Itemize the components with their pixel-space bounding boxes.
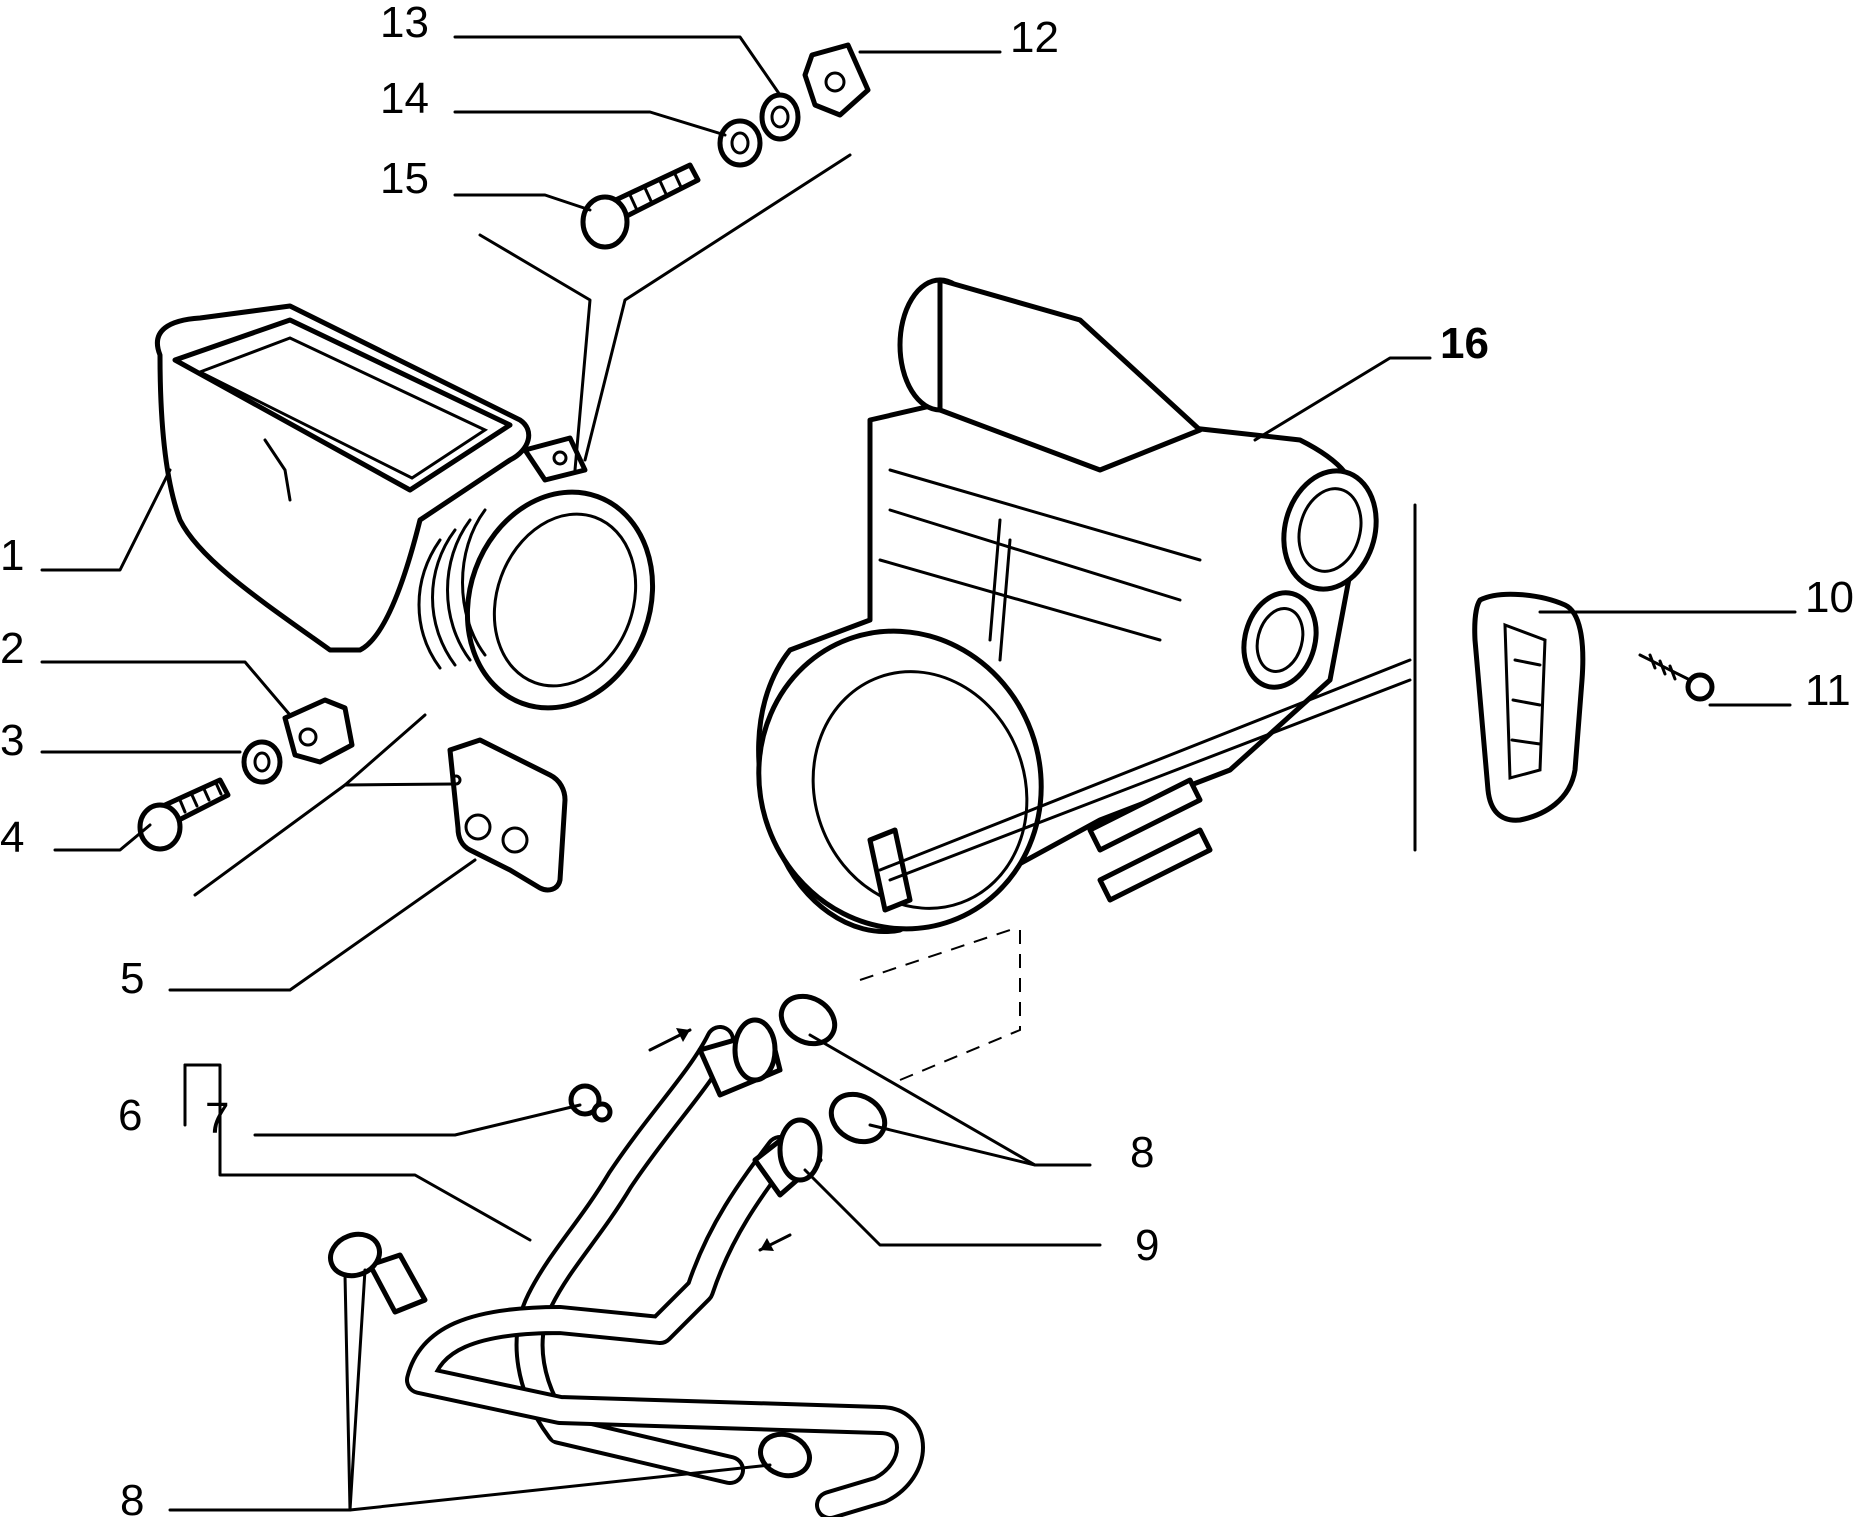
- flow-arrows: [648, 1028, 792, 1252]
- part-5-cover-plate: [447, 737, 568, 893]
- callout-6: 6: [118, 1091, 142, 1140]
- part-10-vent-grille: [1472, 591, 1586, 823]
- callout-16: 16: [1440, 319, 1489, 368]
- part-4-screw: [137, 777, 231, 852]
- callout-1: 1: [0, 531, 24, 580]
- part-1-air-intake-housing: [155, 303, 656, 711]
- callout-9: 9: [1135, 1221, 1159, 1270]
- callout-10: 10: [1805, 573, 1854, 622]
- callout-14: 14: [380, 74, 429, 123]
- part-15-bolt: [580, 162, 701, 250]
- part-2-clip-nut: [282, 697, 355, 765]
- part-12-square-nut: [802, 42, 871, 118]
- part-11-screw: [1638, 653, 1715, 702]
- centerlines: [859, 929, 1021, 1081]
- part-14-washer: [717, 118, 763, 168]
- callout-8-upper: 8: [1130, 1128, 1154, 1177]
- callout-2: 2: [0, 624, 24, 673]
- callout-11: 11: [1805, 666, 1851, 715]
- callout-4: 4: [0, 813, 24, 862]
- callout-8-lower: 8: [120, 1476, 144, 1517]
- callout-12: 12: [1010, 13, 1059, 62]
- part-9-heater-hose: [367, 1117, 925, 1517]
- part-7-bleed-screw: [568, 1083, 613, 1123]
- part-8-hose-clamps: [328, 993, 888, 1479]
- part-13-washer: [759, 92, 801, 142]
- part-6-heater-hose: [514, 1017, 783, 1485]
- callout-13: 13: [380, 0, 429, 47]
- callout-7: 7: [205, 1094, 229, 1143]
- leader-lines: [40, 35, 1797, 1512]
- part-16-heater-unit: [756, 277, 1379, 934]
- callout-3: 3: [0, 716, 24, 765]
- part-3-washer: [241, 739, 283, 785]
- callout-5: 5: [120, 954, 144, 1003]
- callout-15: 15: [380, 154, 429, 203]
- assembly-brackets: [193, 153, 1417, 897]
